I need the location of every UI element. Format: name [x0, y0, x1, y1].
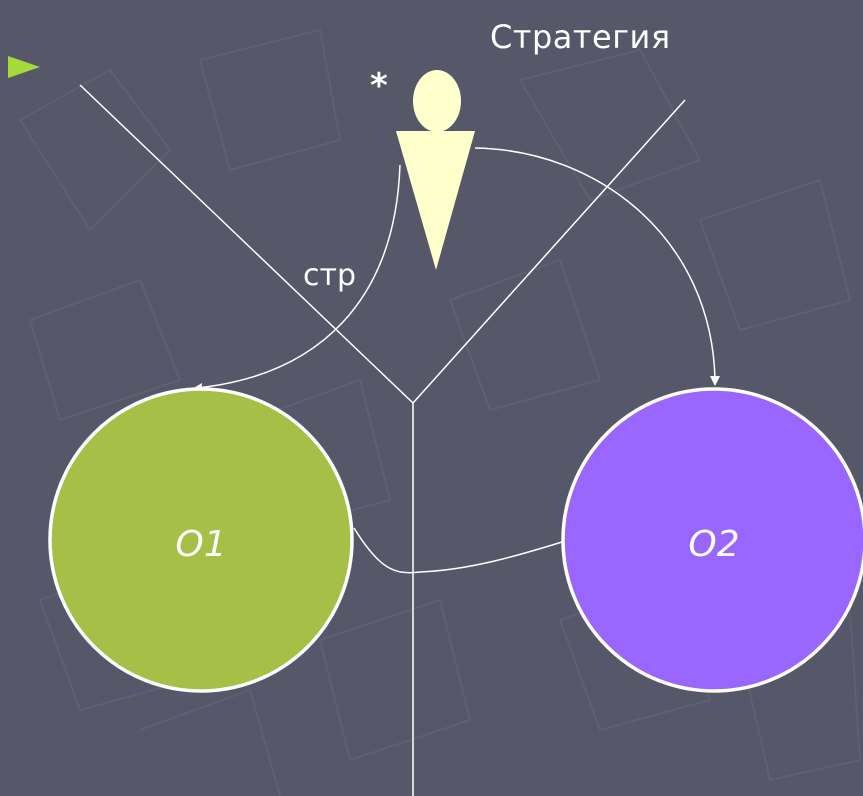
- strategy-title: Стратегия: [490, 18, 671, 56]
- node-o2-circle: [561, 387, 863, 693]
- person-body: [396, 131, 475, 270]
- arrowhead-o2: [710, 376, 720, 386]
- edge-label: стр: [303, 258, 357, 293]
- o1-o2-link-curve: [353, 527, 563, 574]
- node-o2-label: O2: [688, 524, 740, 565]
- right-diagonal-line: [412, 99, 686, 404]
- strategy-arrow-to-o2: [474, 147, 716, 381]
- triangle-bullet-icon: [8, 56, 40, 78]
- node-o1-label: O1: [175, 524, 227, 565]
- node-o1-circle: [48, 387, 354, 693]
- person-head: [413, 70, 461, 132]
- connector-curves: [196, 147, 716, 574]
- left-diagonal-line: [79, 84, 414, 404]
- person-icon: [396, 70, 475, 270]
- star-marker: *: [370, 66, 388, 106]
- strategy-arrow-to-o1: [196, 164, 401, 389]
- y-divider-lines: [79, 84, 686, 796]
